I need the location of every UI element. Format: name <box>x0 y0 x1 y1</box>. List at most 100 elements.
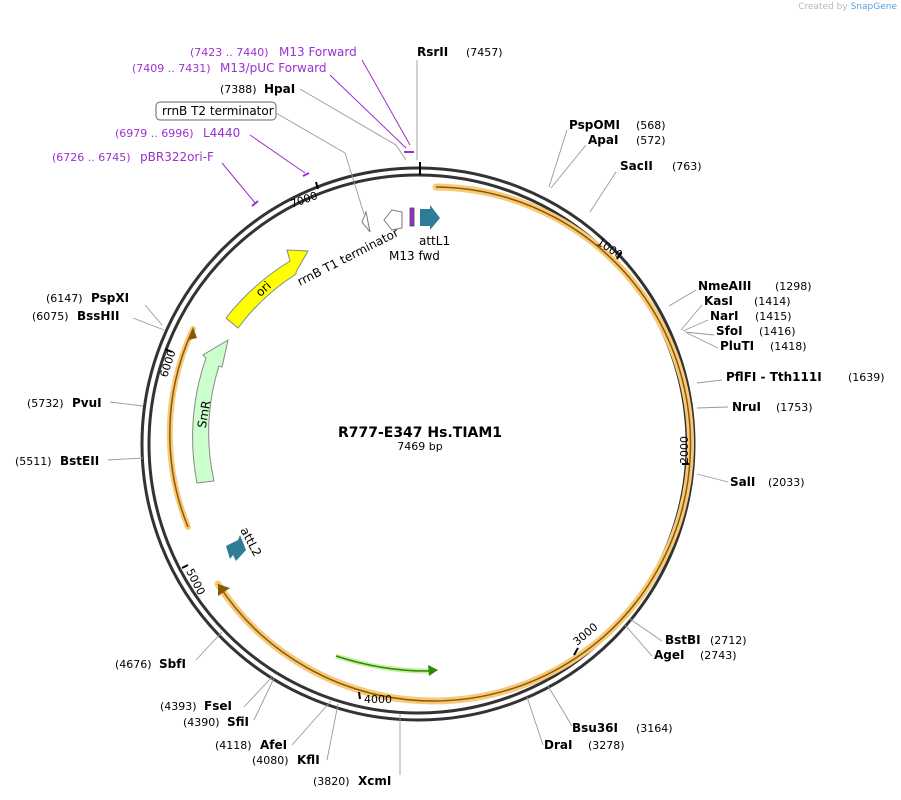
leader-rrnb-t2 <box>275 112 365 215</box>
site-agei-name: AgeI <box>654 648 684 662</box>
site-sbfi-pos: (4676) <box>115 658 152 671</box>
leader-drai <box>526 696 544 746</box>
site-pspomi-pos: (568) <box>636 119 666 132</box>
primer-l4440-name: L4440 <box>203 126 240 140</box>
leader-bsteii <box>107 457 144 461</box>
site-fsei-name: FseI <box>204 699 232 713</box>
site-pspomi-name: PspOMI <box>569 118 620 132</box>
site-drai-pos: (3278) <box>588 739 625 752</box>
m13-fwd-label: M13 fwd <box>389 249 440 263</box>
site-nmeaiii-name: NmeAIII <box>698 279 751 293</box>
site-nari-pos: (1415) <box>755 310 792 323</box>
site-sali-name: SalI <box>730 475 755 489</box>
leader-kasi <box>680 304 703 331</box>
leader-bstbi <box>629 618 663 642</box>
orf-arc-right-line <box>217 186 692 702</box>
site-kfli-pos: (4080) <box>252 754 289 767</box>
leader-pluti <box>686 332 719 349</box>
m13-fwd-feature <box>409 207 415 227</box>
orf-arc-left-arrowhead <box>188 327 197 340</box>
leader-apai <box>550 144 587 189</box>
backbone-inner <box>147 173 689 715</box>
site-pflfi-pos: (1639) <box>848 371 885 384</box>
plasmid-size: 7469 bp <box>397 440 442 453</box>
tick-4000 <box>358 691 361 700</box>
leader-pspomi <box>548 129 568 188</box>
attl1-label: attL1 <box>419 234 450 248</box>
site-sfoi-pos: (1416) <box>759 325 796 338</box>
leader-agei <box>624 624 653 657</box>
site-pluti-pos: (1418) <box>770 340 807 353</box>
site-sacii-name: SacII <box>620 159 653 173</box>
tick-marks <box>164 162 689 700</box>
primer-labels: (7423 .. 7440) M13 Forward (7409 .. 7431… <box>52 45 357 164</box>
site-kfli-name: KflI <box>297 753 320 767</box>
site-bsshii-pos: (6075) <box>32 310 69 323</box>
site-sfoi-name: SfoI <box>716 324 743 338</box>
credit-prefix: Created by <box>798 2 848 12</box>
site-nmeaiii-pos: (1298) <box>775 280 812 293</box>
smr-label: SmR <box>195 399 214 429</box>
leader-sbfi <box>195 631 223 661</box>
orf-arc-left-line <box>169 328 194 528</box>
site-bsu36i-pos: (3164) <box>636 722 673 735</box>
leader-afei <box>291 700 332 746</box>
site-pvui-pos: (5732) <box>27 397 64 410</box>
leader-bsu36i <box>547 685 573 727</box>
tick-3000 <box>573 647 579 656</box>
primer-pbr322-name: pBR322ori-F <box>140 150 214 164</box>
ori-feature <box>225 249 309 329</box>
tick-7000 <box>315 181 319 190</box>
site-agei-pos: (2743) <box>700 649 737 662</box>
primer-pbr322-pos: (6726 .. 6745) <box>52 151 131 164</box>
rrnb-t2-label: rrnB T2 terminator <box>162 104 274 118</box>
primer-m13-puc-name: M13/pUC Forward <box>220 61 327 75</box>
rrnb-t1-feature <box>361 210 371 233</box>
rrnb-t2-feature <box>383 209 403 231</box>
primer-mark-l4440 <box>302 172 310 177</box>
primer-m13-forward-pos: (7423 .. 7440) <box>190 46 269 59</box>
site-afei-pos: (4118) <box>215 739 252 752</box>
site-sacii-pos: (763) <box>672 160 702 173</box>
site-fsei-pos: (4393) <box>160 700 197 713</box>
site-pspxi-pos: (6147) <box>46 292 83 305</box>
site-pflfi-name: PflFI - Tth111I <box>726 370 822 384</box>
site-kasi-pos: (1414) <box>754 295 791 308</box>
site-rsrii-name: RsrII <box>417 45 448 59</box>
inner-green-arrow-line <box>335 655 433 672</box>
tick-5000 <box>181 564 189 569</box>
site-kasi-name: KasI <box>704 294 733 308</box>
leader-hpai <box>299 88 407 161</box>
inner-green-arrowhead <box>428 665 438 676</box>
tick-6000 <box>164 348 173 353</box>
site-bsshii-name: BssHII <box>77 309 119 323</box>
site-nrui-pos: (1753) <box>776 401 813 414</box>
leader-lines <box>107 60 729 775</box>
site-nrui-name: NruI <box>732 400 761 414</box>
leader-kfli <box>326 703 339 761</box>
site-bsteii-name: BstEII <box>60 454 99 468</box>
site-bsteii-pos: (5511) <box>15 455 52 468</box>
site-bsu36i-name: Bsu36I <box>572 721 618 735</box>
enzyme-labels-right: RsrII (7457) PspOMI (568) ApaI (572) Sac… <box>417 45 885 752</box>
tick-1000 <box>616 251 622 260</box>
primer-l4440-pos: (6979 .. 6996) <box>115 127 194 140</box>
site-sfii-pos: (4390) <box>183 716 220 729</box>
site-sbfi-name: SbfI <box>159 657 186 671</box>
site-hpai-name: HpaI <box>264 82 295 96</box>
primer-mark-pbr322 <box>251 200 259 207</box>
primer-leader-pbr322 <box>221 162 257 205</box>
site-apai-name: ApaI <box>588 133 618 147</box>
attl1-feature <box>420 205 440 230</box>
attl2-feature <box>226 535 246 561</box>
inner-green-arrow <box>335 653 433 674</box>
leader-sali <box>696 473 729 483</box>
primer-leader-m13-forward <box>361 59 411 146</box>
leader-nrui <box>696 406 729 409</box>
tick-label-7000: 7000 <box>289 189 320 211</box>
snapgene-logo: SnapGene <box>850 2 897 12</box>
site-pvui-name: PvuI <box>72 396 102 410</box>
site-drai-name: DraI <box>544 738 572 752</box>
rrnb-t1-label: rrnB T1 terminator <box>295 225 401 288</box>
